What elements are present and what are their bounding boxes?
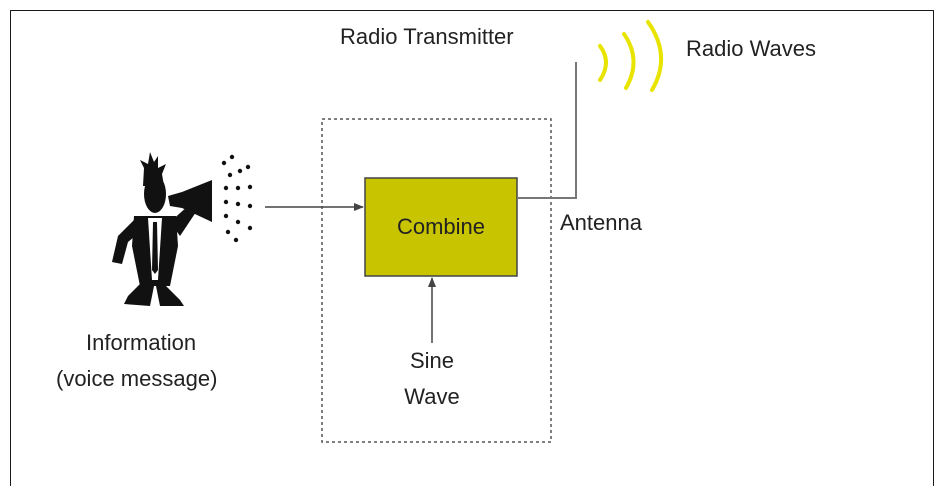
head-icon [144, 175, 166, 213]
radio-waves-label: Radio Waves [686, 36, 817, 61]
diagram-title: Radio Transmitter [340, 24, 514, 49]
megaphone-icon [168, 180, 212, 222]
radio-waves-icon [598, 20, 664, 92]
information-label: Information [86, 330, 197, 355]
person-megaphone-icon [112, 152, 253, 306]
antenna-label: Antenna [560, 210, 642, 235]
arm-icon [170, 206, 196, 236]
combine-box [364, 177, 518, 277]
wave-label: Wave [404, 384, 460, 409]
sine-label: Sine [409, 348, 455, 373]
legs-icon [124, 284, 154, 306]
information-sublabel: (voice message) [56, 366, 218, 391]
antenna-line [517, 62, 577, 199]
diagram-frame [10, 10, 934, 486]
combine-label: Combine [396, 214, 486, 239]
transmitter-boundary [321, 118, 552, 443]
